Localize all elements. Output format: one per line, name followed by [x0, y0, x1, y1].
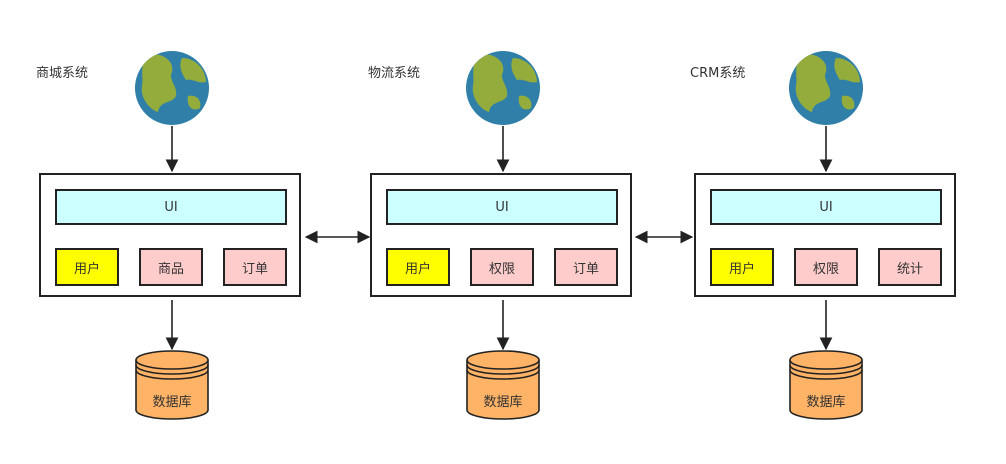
module-user: 用户: [55, 248, 119, 286]
system-box-mall: UI 用户 商品 订单: [39, 173, 301, 297]
system-box-logistics: UI 用户 权限 订单: [370, 173, 632, 297]
globe-icon: [789, 51, 863, 125]
database-label: 数据库: [806, 395, 846, 410]
globe-icon: [466, 51, 540, 125]
system-title: CRM系统: [690, 66, 746, 81]
globe-icon: [135, 51, 209, 125]
ui-layer: UI: [386, 189, 618, 225]
database-cylinder-icon: [135, 350, 209, 420]
module-permission: 权限: [470, 248, 534, 286]
system-title: 物流系统: [368, 66, 421, 81]
module-product: 商品: [139, 248, 203, 286]
database-cylinder-icon: [789, 350, 863, 420]
module-user: 用户: [386, 248, 450, 286]
ui-layer: UI: [55, 189, 287, 225]
database-cylinder-icon: [466, 350, 540, 420]
database-label: 数据库: [152, 395, 192, 410]
module-permission: 权限: [794, 248, 858, 286]
system-box-crm: UI 用户 权限 统计: [694, 173, 956, 297]
system-title: 商城系统: [36, 66, 89, 81]
module-statistics: 统计: [878, 248, 942, 286]
database-label: 数据库: [483, 395, 523, 410]
module-user: 用户: [710, 248, 774, 286]
ui-layer: UI: [710, 189, 942, 225]
module-order: 订单: [223, 248, 287, 286]
module-order: 订单: [554, 248, 618, 286]
